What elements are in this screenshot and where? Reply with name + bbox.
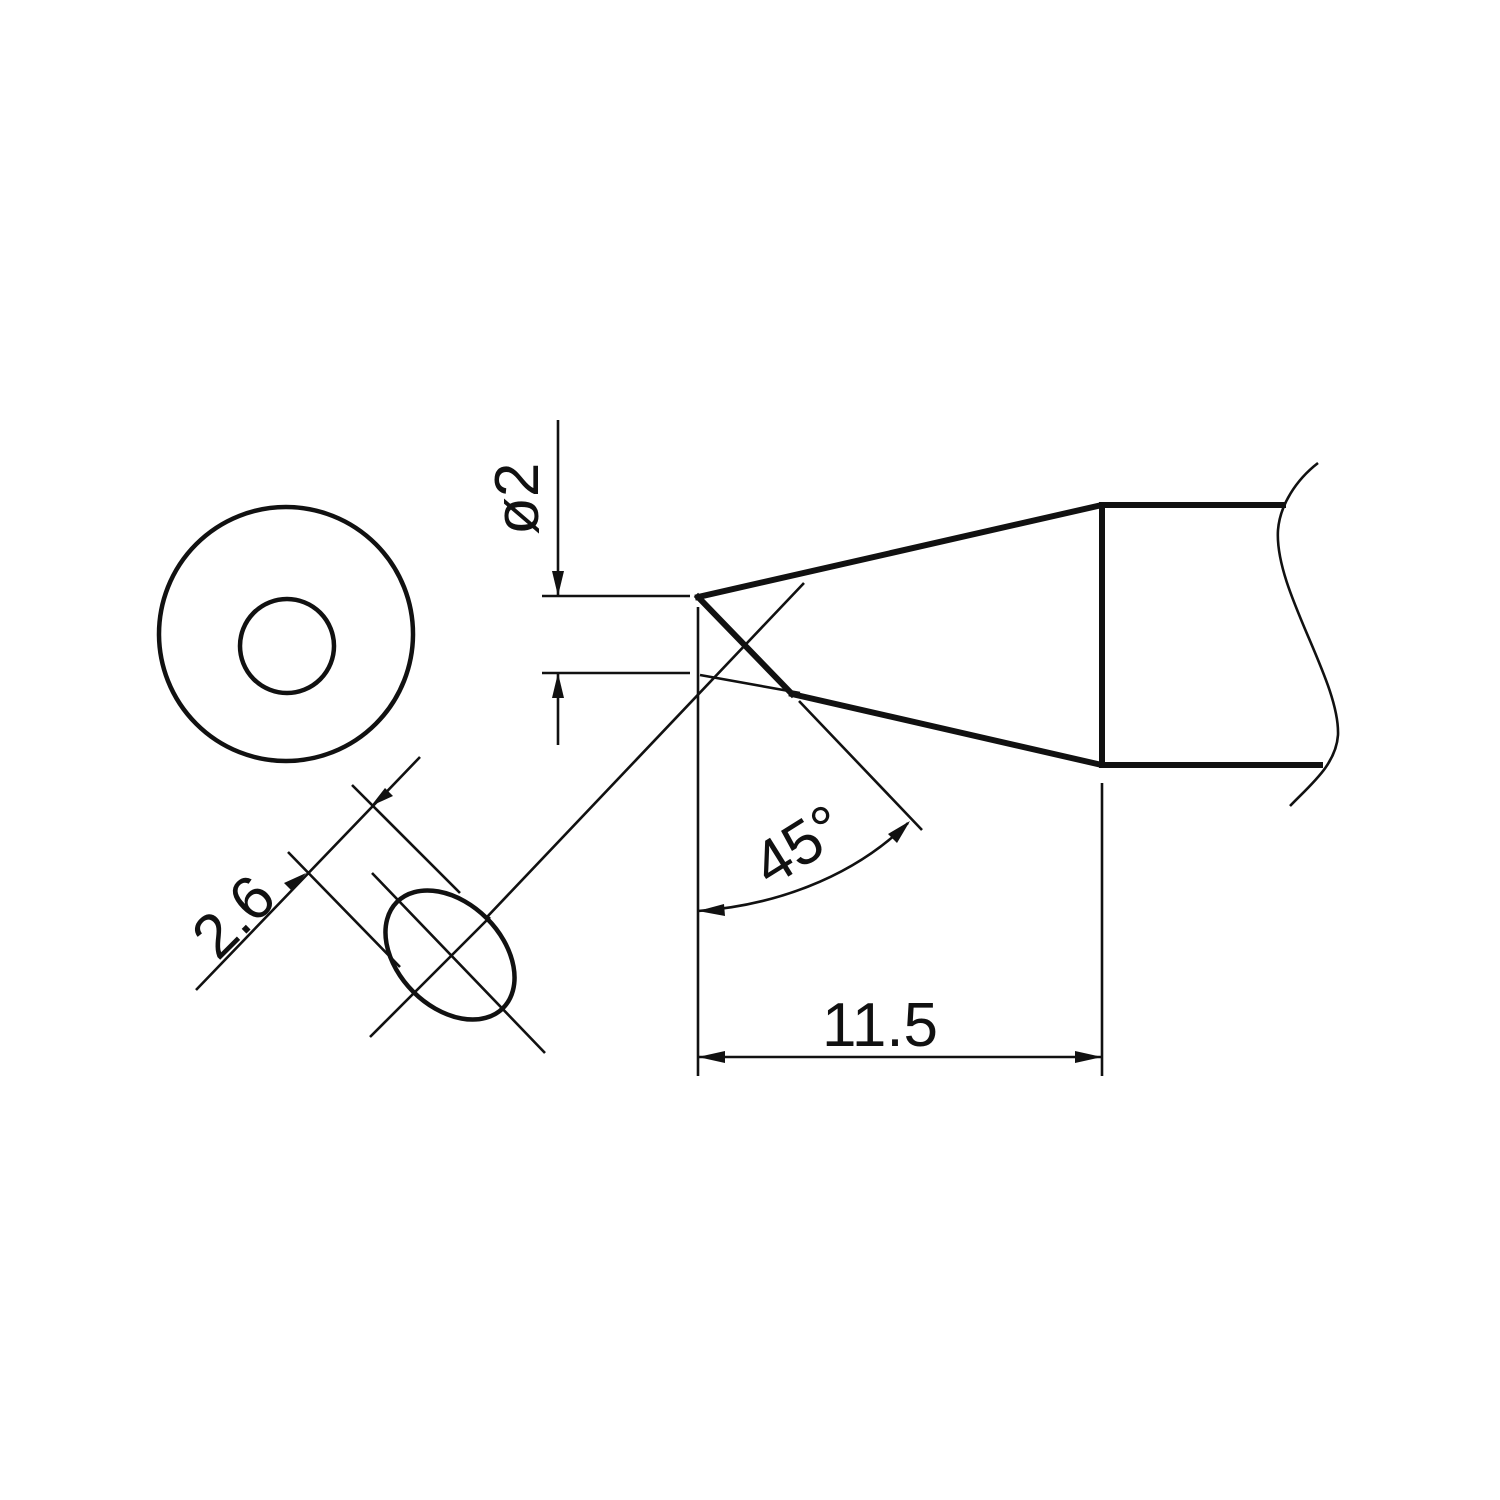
arrow-width-upper-icon [371, 788, 393, 806]
arrow-width-lower-icon [284, 873, 306, 891]
ref-line-horizontal-extension [699, 673, 801, 695]
arrow-down-icon [552, 571, 564, 596]
angle-arc [697, 822, 909, 913]
end-view [156, 504, 416, 764]
break-line [1276, 461, 1340, 807]
bevel-face-detail: 2.6 [179, 756, 546, 1054]
arrow-right-icon [1075, 1051, 1102, 1063]
arrow-angle-end-icon [888, 821, 910, 843]
angle-extension-line [798, 700, 923, 831]
diameter-label: ø2 [483, 463, 552, 535]
arrow-angle-start-icon [698, 904, 725, 916]
arrow-up-icon [552, 673, 564, 698]
dimension-diameter: ø2 [483, 420, 690, 745]
bevel-normal-line [486, 582, 805, 918]
taper-upper-edge [694, 502, 1286, 601]
length-label: 11.5 [822, 991, 938, 1060]
ellipse-centerline-minor [369, 916, 491, 1038]
inner-circle [237, 596, 337, 696]
width-extension-upper [351, 784, 461, 894]
side-view [486, 461, 1340, 918]
width-label: 2.6 [179, 862, 289, 972]
angle-label: 45° [741, 792, 857, 900]
dimension-length: 11.5 [698, 991, 1102, 1063]
taper-lower-edge [788, 690, 1323, 768]
dimension-angle: 45° [697, 792, 910, 916]
outer-circle [156, 504, 416, 764]
arrow-left-icon [698, 1051, 725, 1063]
ellipse-centerline-major [371, 872, 546, 1054]
width-extension-lower [287, 851, 401, 968]
